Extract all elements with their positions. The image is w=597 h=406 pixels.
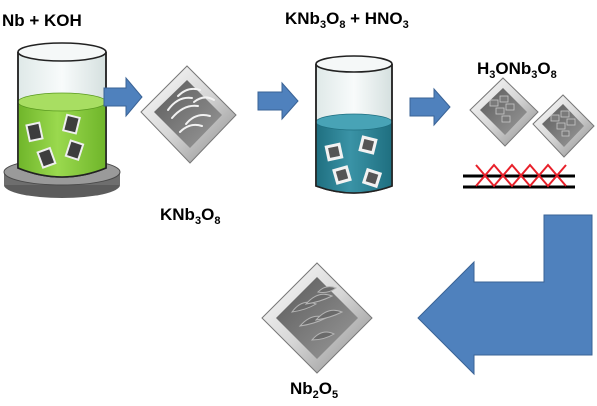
label-knb3o8: KNb3O8 [160,205,220,227]
label-step4-sub-1: 3 [489,69,496,81]
label-step3-sub-1: 3 [319,19,327,31]
label-step3-sub-3: 3 [402,19,409,31]
label-step4-part-a: H [477,59,490,78]
label-step4-sub-2: 3 [531,69,538,81]
arrow-step-3 [409,87,451,127]
label-step3-part-b: O [326,9,340,28]
label-nb-koh: Nb + KOH [2,12,82,29]
label-h3onb3o8: H3ONb3O8 [477,59,557,81]
label-knb3o8-sub-2: 8 [214,215,221,227]
label-step4-sub-3: 8 [550,69,557,81]
label-step4-part-c: O [537,59,551,78]
nb-foil-pieces [25,113,85,169]
label-knb3o8-part-b: O [201,205,215,224]
label-step3-part-a: KNb [285,9,320,28]
immersed-plates [324,135,383,189]
label-knb3o8-sub-1: 3 [194,215,202,227]
arrow-step-1 [103,76,143,118]
arrow-step-2 [257,81,299,121]
knb3o8-plate [140,65,237,164]
label-step5-sub-2: 5 [332,389,339,401]
label-step3-sub-2: 8 [339,19,346,31]
label-step5-part-a: Nb [290,379,313,398]
h3onb3o8-plate-2 [532,94,595,158]
label-step5-part-b: O [318,379,333,398]
label-step5-sub-1: 2 [312,389,319,401]
label-step4-part-b: ONb [495,59,532,78]
label-knb3o8-hno3: KNb3O8 + HNO3 [285,9,409,31]
label-nb2o5: Nb2O5 [290,379,338,401]
label-knb3o8-part-a: KNb [160,205,195,224]
arrow-step-4 [417,214,593,376]
label-step3-part-c: + HNO [345,9,403,28]
nb2o5-plate [261,262,373,374]
beaker-koh [17,42,107,178]
layer-structure [463,163,575,189]
h3onb3o8-plate-1 [469,77,539,147]
beaker-hno3 [315,55,393,194]
label-nb-koh-text: Nb + KOH [2,11,82,30]
